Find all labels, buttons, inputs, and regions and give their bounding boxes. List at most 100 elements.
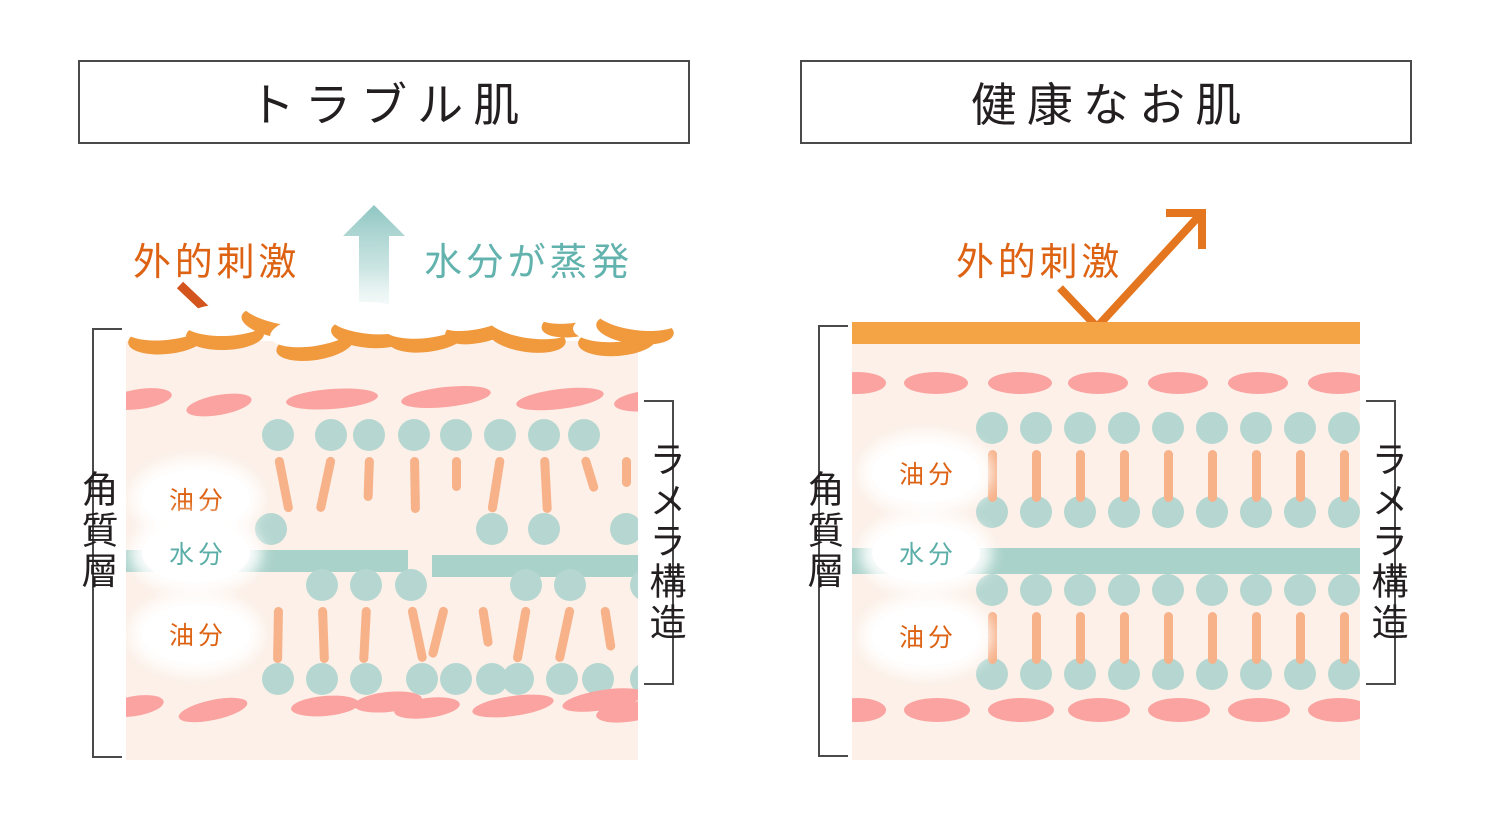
label-stratum-corneum-left: 角質層	[75, 470, 116, 593]
lipid-head-circle	[1152, 412, 1184, 444]
label-lamellar-right: ラメラ構造	[1365, 440, 1406, 644]
lipid-head-circle	[406, 663, 438, 695]
lipid-tail-stem	[1295, 612, 1305, 664]
lipid-tail-stem	[477, 606, 493, 648]
lipid-head-circle	[350, 663, 382, 695]
panel-title-left: トラブル肌	[248, 80, 530, 131]
corneocyte-ellipse	[1148, 372, 1208, 394]
corneocyte-ellipse	[904, 698, 970, 722]
corneocyte-ellipse	[613, 387, 638, 415]
lipid-tail-stem	[1163, 450, 1173, 502]
badge-oil-upper-right: 油分	[872, 444, 980, 502]
lipid-head-circle	[1196, 574, 1228, 606]
lipid-tail-stem	[621, 457, 631, 487]
bracket-stratum-corneum-right	[818, 325, 848, 757]
lipid-tail-stem	[987, 612, 997, 664]
lipid-head-circle	[398, 419, 430, 451]
lipid-tail-stem	[1075, 450, 1085, 502]
lipid-tail-stem	[486, 456, 505, 514]
intact-skin-surface-bar	[852, 322, 1360, 344]
corneocyte-ellipse	[1068, 698, 1130, 722]
lipid-tail-stem	[1207, 612, 1217, 664]
lipid-tail-stem	[427, 605, 449, 659]
lipid-head-circle	[1328, 574, 1360, 606]
corneocyte-ellipse	[1228, 372, 1288, 394]
upward-gradient-arrow-icon	[343, 205, 405, 320]
skin-cross-section-troubled: 油分 水分 油分	[126, 341, 638, 760]
lipid-head-circle	[1020, 412, 1052, 444]
lipid-head-circle	[1020, 574, 1052, 606]
corneocyte-ellipse	[1308, 372, 1360, 394]
lipid-head-circle	[255, 513, 287, 545]
lipid-tail-stem	[987, 450, 997, 502]
lipid-head-circle	[528, 419, 560, 451]
lipid-head-circle	[395, 569, 427, 601]
lipid-head-circle	[476, 513, 508, 545]
lipid-head-circle	[1196, 412, 1228, 444]
lipid-tail-stem	[1031, 450, 1041, 502]
lipid-head-circle	[630, 663, 638, 695]
lipid-tail-stem	[1075, 612, 1085, 664]
bracket-lamellar-right	[1366, 400, 1396, 685]
lipid-tail-stem	[1295, 450, 1305, 502]
badge-oil-lower-left: 油分	[142, 605, 250, 663]
label-lamellar-left: ラメラ構造	[643, 440, 684, 644]
badge-oil-lower-right: 油分	[872, 607, 980, 665]
corneocyte-ellipse	[515, 383, 605, 415]
lipid-head-circle	[1240, 412, 1272, 444]
lipid-tail-stem	[406, 606, 428, 663]
lipid-head-circle	[440, 663, 472, 695]
lipid-tail-stem	[1251, 612, 1261, 664]
lipid-tail-stem	[1339, 450, 1349, 502]
lipid-head-circle	[1284, 574, 1316, 606]
lipid-tail-stem	[362, 456, 374, 502]
corneocyte-ellipse	[290, 693, 360, 719]
corneocyte-ellipse	[471, 690, 555, 722]
skin-cross-section-healthy: 油分 水分 油分	[852, 322, 1360, 760]
label-water-evaporation: 水分が蒸発	[424, 242, 634, 284]
lipid-tail-stem	[358, 606, 371, 664]
lipid-tail-stem	[599, 606, 616, 652]
lipid-head-circle	[1152, 574, 1184, 606]
badge-oil-upper-left: 油分	[142, 470, 250, 528]
lipid-head-circle	[262, 419, 294, 451]
lipid-tail-stem	[272, 606, 283, 664]
lipid-tail-stem	[1207, 450, 1217, 502]
lipid-tail-stem	[539, 456, 552, 514]
corneocyte-ellipse	[126, 384, 174, 414]
lipid-head-circle	[976, 574, 1008, 606]
lipid-tail-stem	[553, 606, 575, 663]
corneocyte-ellipse	[1228, 698, 1290, 722]
corneocyte-ellipse	[904, 372, 968, 394]
lipid-head-circle	[315, 419, 347, 451]
lipid-head-circle	[262, 663, 294, 695]
lipid-head-circle	[630, 569, 638, 601]
lipid-head-circle	[1064, 412, 1096, 444]
corneocyte-ellipse	[1068, 372, 1128, 394]
lipid-head-circle	[568, 419, 600, 451]
panel-title-box-right: 健康なお肌	[800, 60, 1412, 144]
corneocyte-ellipse	[988, 698, 1054, 722]
bracket-stratum-corneum-left	[92, 328, 122, 758]
corneocyte-ellipse	[1308, 698, 1360, 722]
water-band-segment	[432, 555, 638, 577]
corneocyte-ellipse	[852, 372, 886, 394]
label-external-stimulus-left: 外的刺激	[133, 242, 301, 284]
lipid-head-circle	[1108, 412, 1140, 444]
lipid-tail-stem	[1119, 450, 1129, 502]
corneocyte-ellipse	[1148, 698, 1210, 722]
lipid-head-circle	[306, 663, 338, 695]
lipid-head-circle	[484, 419, 516, 451]
label-external-stimulus-right: 外的刺激	[956, 242, 1124, 284]
label-stratum-corneum-right: 角質層	[801, 470, 842, 593]
lipid-head-circle	[1240, 574, 1272, 606]
lipid-tail-stem	[409, 456, 420, 514]
lipid-tail-stem	[511, 606, 531, 663]
lipid-head-circle	[1064, 574, 1096, 606]
lipid-head-circle	[554, 569, 586, 601]
lipid-tail-stem	[314, 456, 336, 513]
corneocyte-ellipse	[184, 389, 254, 421]
panel-title-right: 健康なお肌	[970, 80, 1252, 131]
lipid-head-circle	[1108, 574, 1140, 606]
